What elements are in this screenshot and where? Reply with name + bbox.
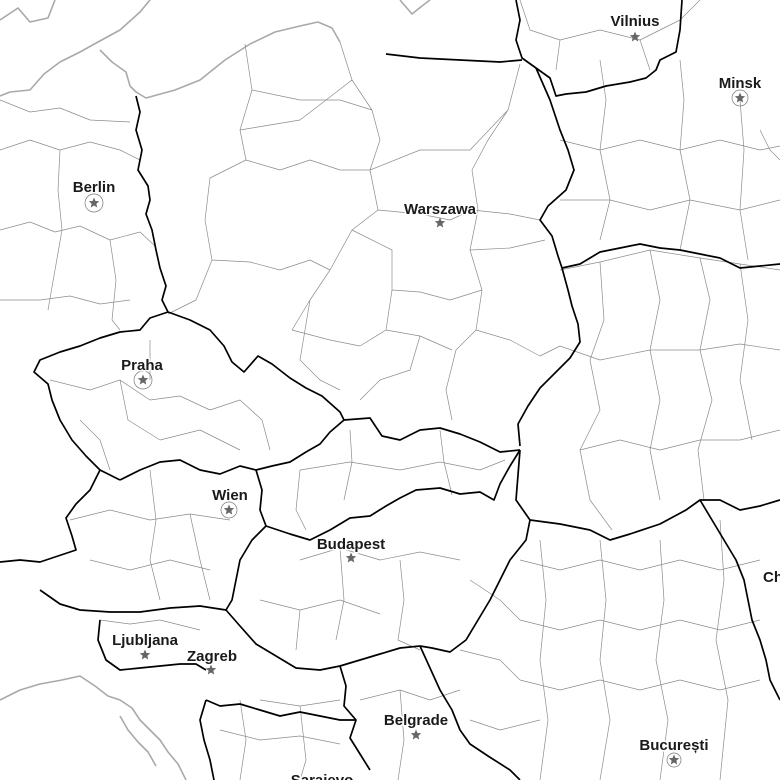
border-hungary-romania (419, 449, 531, 653)
border-romania-moldova (699, 499, 780, 701)
region-borders-ukraine (559, 249, 780, 531)
urban-area-berlin (84, 193, 104, 213)
star-icon (88, 197, 100, 208)
star-icon (137, 374, 149, 385)
border-slovakia-hungary (255, 449, 521, 541)
border-germany-poland (135, 95, 169, 313)
border-belarus-ukraine (561, 243, 780, 269)
region-borders-belarus-east (759, 129, 780, 161)
city-label-chisinau: Ch (763, 569, 780, 586)
star-icon (434, 217, 446, 228)
region-borders-romania (459, 519, 761, 780)
city-chisinau[interactable]: Ch (762, 568, 780, 594)
region-borders-lithuania (519, 0, 701, 71)
city-label-budapest: Budapest (317, 536, 385, 553)
city-label-zagreb: Zagreb (187, 648, 237, 665)
city-bucuresti[interactable]: București (638, 736, 710, 765)
city-belgrade[interactable]: Belgrade (382, 711, 450, 740)
city-sarajevo[interactable]: Sarajevo (289, 771, 355, 780)
coastline-layer (0, 0, 431, 780)
star-icon (139, 649, 151, 660)
border-germany-czechia (33, 311, 169, 481)
city-vilnius[interactable]: Vilnius (609, 12, 661, 42)
city-label-praha: Praha (121, 357, 163, 374)
urban-areas-layer (84, 89, 749, 768)
star-icon (734, 92, 746, 103)
region-borders-germany (0, 99, 156, 331)
region-borders-serbia-croatia (99, 619, 461, 780)
urban-area-minsk (731, 89, 749, 107)
city-label-belgrade: Belgrade (384, 712, 448, 729)
border-croatia-serbia (339, 665, 371, 771)
star-icon (205, 664, 217, 675)
border-kaliningrad (385, 53, 523, 63)
region-borders-hungary (259, 547, 461, 651)
adriatic-coastline (0, 675, 187, 780)
city-minsk[interactable]: Minsk (717, 74, 763, 103)
border-poland-belarus-ukraine (517, 67, 581, 447)
city-ljubljana[interactable]: Ljubljana (111, 631, 180, 660)
city-praha[interactable]: Praha (120, 356, 165, 385)
cities-layer: VilniusMinskBerlinWarszawaPrahaWienBudap… (71, 12, 780, 780)
border-serbia-romania (419, 645, 521, 780)
border-ukraine-romania (529, 499, 780, 541)
urban-area-wien (220, 501, 238, 519)
city-berlin[interactable]: Berlin (71, 178, 117, 208)
border-czechia-slovakia (255, 419, 345, 471)
region-borders-poland (167, 41, 561, 421)
star-icon (629, 31, 641, 42)
city-label-sarajevo: Sarajevo (291, 772, 354, 780)
border-poland-slovakia (343, 417, 521, 453)
star-icon (668, 754, 680, 765)
city-wien[interactable]: Wien (211, 486, 249, 515)
city-warszawa[interactable]: Warszawa (403, 200, 478, 228)
border-austria-slovenia (39, 589, 227, 613)
star-icon (345, 552, 357, 563)
region-borders-slovakia (295, 429, 506, 531)
border-czechia-austria (119, 459, 257, 481)
border-croatia-bosnia (199, 699, 356, 780)
star-icon (223, 504, 235, 515)
city-label-berlin: Berlin (73, 179, 116, 196)
baltic-coastline (0, 0, 431, 99)
city-label-minsk: Minsk (719, 75, 762, 92)
border-czechia-poland (167, 311, 345, 421)
city-budapest[interactable]: Budapest (315, 535, 387, 563)
border-austria-hungary (225, 525, 267, 611)
region-borders-austria (69, 469, 231, 601)
star-icon (410, 729, 422, 740)
city-label-vilnius: Vilnius (611, 13, 660, 30)
city-zagreb[interactable]: Zagreb (185, 647, 239, 675)
region-borders-czechia (49, 340, 271, 471)
city-label-warszawa: Warszawa (404, 201, 477, 218)
urban-area-praha (133, 370, 153, 390)
urban-area-bucuresti (666, 752, 682, 768)
city-label-ljubljana: Ljubljana (112, 632, 178, 649)
border-austria-germany-south (0, 469, 101, 563)
city-label-wien: Wien (212, 487, 248, 504)
border-hungary-croatia-serbia (225, 609, 421, 671)
region-borders-belarus (559, 59, 780, 261)
border-slovenia-croatia (97, 619, 207, 671)
city-label-bucuresti: București (639, 737, 708, 754)
border-lithuania-belarus (515, 0, 683, 97)
